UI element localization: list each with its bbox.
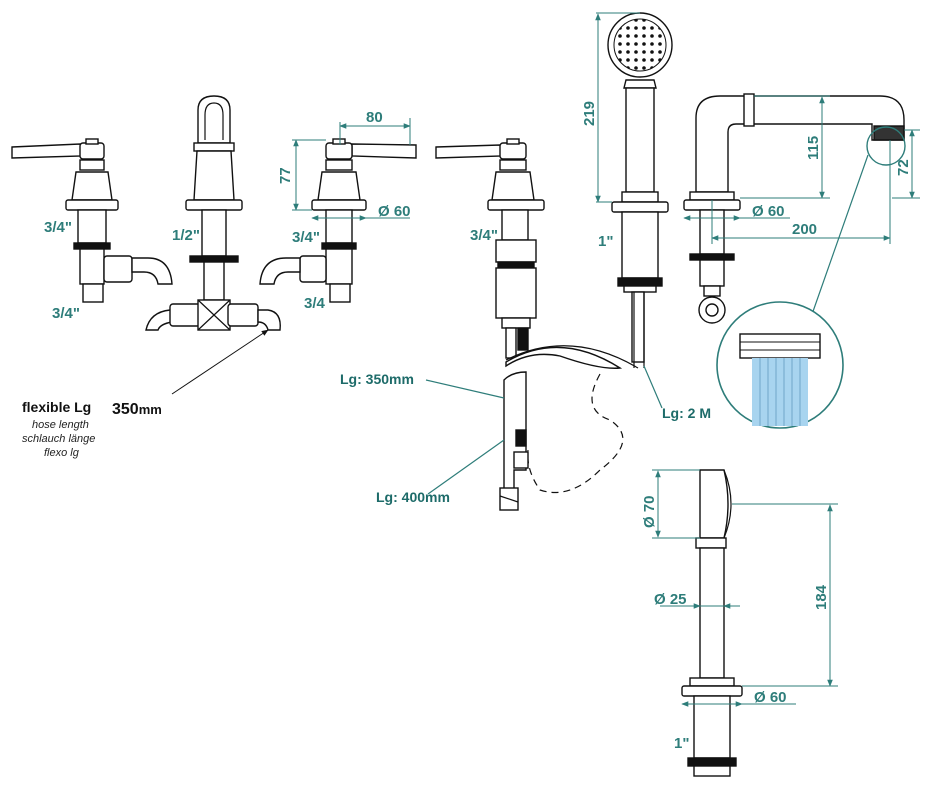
bath-spout xyxy=(683,93,905,324)
aerator-detail xyxy=(716,126,906,429)
diverter-valve xyxy=(435,138,545,359)
reach-label: 200 xyxy=(792,221,817,238)
diverter-thread: 3/4" xyxy=(470,227,498,244)
hose-note-value: 350mm xyxy=(112,401,162,418)
hose-note-line-3: flexo lg xyxy=(44,447,80,459)
handle-diameter-label: Ø 25 xyxy=(654,591,687,608)
handshower-thread: 1" xyxy=(674,735,689,752)
holder-thread: 1" xyxy=(598,233,613,250)
basin-spout xyxy=(145,95,281,331)
shower-holder xyxy=(607,12,673,363)
hose-note-title: flexible Lg xyxy=(22,399,91,415)
right-width-label: 80 xyxy=(366,109,383,126)
holder-height-label: 219 xyxy=(581,101,598,126)
short-hose-label: Lg: 350mm xyxy=(340,371,414,387)
hose-assembly xyxy=(499,292,645,511)
hose-note-line-2: schlauch länge xyxy=(22,433,95,445)
right-diameter-label: Ø 60 xyxy=(378,203,411,220)
base-diameter-label: Ø 60 xyxy=(754,689,787,706)
handshower xyxy=(681,469,743,777)
outlet-label: 72 xyxy=(895,159,912,176)
left-bottom-thread: 3/4" xyxy=(52,305,80,322)
right-top-thread: 3/4" xyxy=(292,229,320,246)
left-handle-valve xyxy=(11,138,173,303)
left-top-thread: 3/4" xyxy=(44,219,72,236)
shower-hose-label: Lg: 2 M xyxy=(662,405,711,421)
hose-note-line-1: hose length xyxy=(32,419,89,431)
spout-thread: 1/2" xyxy=(172,227,200,244)
spout-diameter-label: Ø 60 xyxy=(752,203,785,220)
dimension-lines xyxy=(292,12,920,707)
leader-lines xyxy=(171,329,663,495)
right-height-label: 77 xyxy=(277,167,294,184)
long-hose-label: Lg: 400mm xyxy=(376,489,450,505)
head-diameter-label: Ø 70 xyxy=(641,495,658,528)
spout-height-label: 115 xyxy=(805,136,822,160)
right-handle-valve xyxy=(259,138,417,303)
handshower-length-label: 184 xyxy=(813,584,830,610)
right-bottom-thread: 3/4 xyxy=(304,295,326,312)
